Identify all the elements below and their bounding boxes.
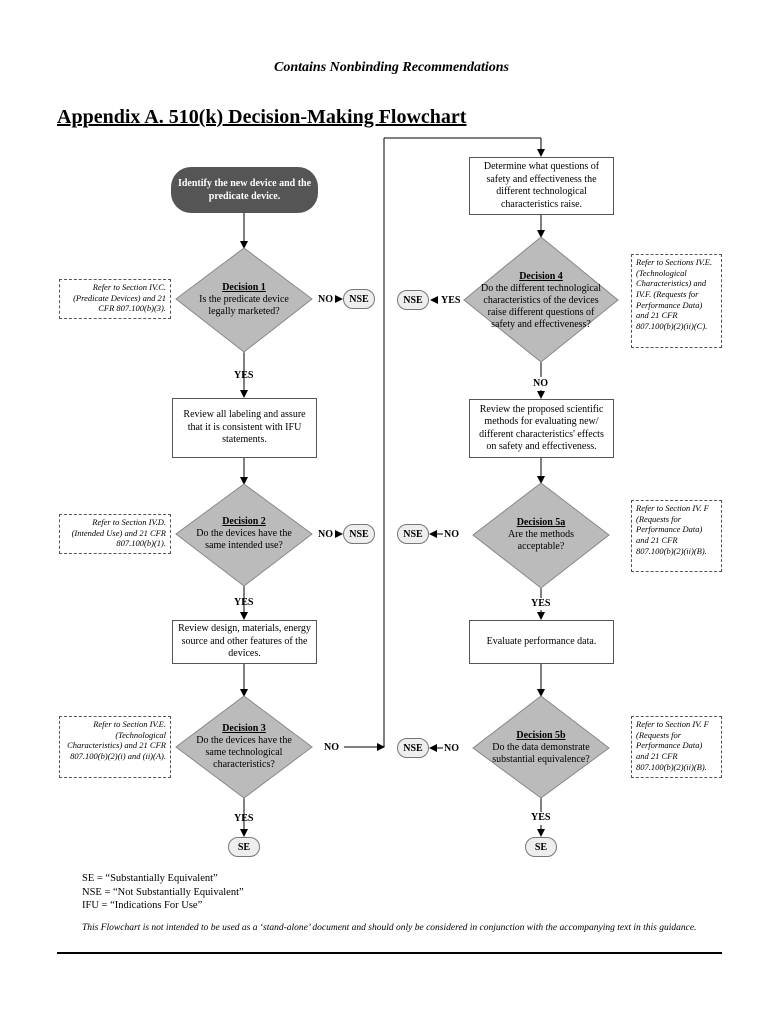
- se-terminal-1: SE: [228, 837, 260, 857]
- nse-terminal-1: NSE: [343, 289, 375, 309]
- nse-terminal-3: NSE: [397, 290, 429, 310]
- review-methods-box: Review the proposed scientific methods f…: [469, 399, 614, 458]
- note-decision3: Refer to Section IV.E. (Technological Ch…: [59, 716, 171, 778]
- decision1-no-label: NO: [318, 294, 333, 305]
- decision2-no-label: NO: [318, 529, 333, 540]
- nse-terminal-2: NSE: [343, 524, 375, 544]
- se-terminal-2: SE: [525, 837, 557, 857]
- decision5b-text: Do the data demonstrate substantial equi…: [492, 741, 590, 766]
- note-decision2: Refer to Section IV.D. (Intended Use) an…: [59, 514, 171, 554]
- note-decision5b: Refer to Section IV. F (Requests for Per…: [631, 716, 722, 778]
- note-decision1: Refer to Section IV.C. (Predicate Device…: [59, 279, 171, 319]
- decision1-text: Is the predicate device legally marketed…: [199, 293, 289, 318]
- determine-questions-box: Determine what questions of safety and e…: [469, 157, 614, 215]
- review-labeling-box: Review all labeling and assure that it i…: [172, 398, 317, 458]
- decision2-diamond: [175, 483, 313, 587]
- decision3-diamond: [175, 695, 313, 799]
- page-header: Contains Nonbinding Recommendations: [274, 60, 509, 75]
- decision4-diamond: [463, 236, 619, 363]
- nse-terminal-5: NSE: [397, 738, 429, 758]
- decision5b-diamond: [472, 695, 610, 799]
- decision1-title: Decision 1: [222, 281, 266, 293]
- decision5a-label: Decision 5a Are the methods acceptable?: [489, 514, 593, 556]
- decision4-yes-label: YES: [441, 295, 461, 306]
- footer-disclaimer: This Flowchart is not intended to be use…: [82, 923, 697, 933]
- decision1-diamond: [175, 247, 313, 353]
- decision5b-no-label: NO: [444, 743, 459, 754]
- decision2-text: Do the devices have the same intended us…: [196, 527, 292, 552]
- legend-ifu: IFU = “Indications For Use”: [82, 900, 203, 912]
- decision5a-title: Decision 5a: [516, 516, 566, 528]
- page-title: Appendix A. 510(k) Decision-Making Flowc…: [57, 106, 467, 128]
- decision5b-label: Decision 5b Do the data demonstrate subs…: [489, 722, 593, 774]
- decision3-text: Do the devices have the same technologic…: [196, 734, 292, 771]
- decision3-title: Decision 3: [222, 722, 266, 734]
- decision3-yes-label: YES: [234, 813, 254, 824]
- decision1-yes-label: YES: [234, 370, 254, 381]
- decision2-yes-label: YES: [234, 597, 254, 608]
- decision3-no-label: NO: [324, 742, 339, 753]
- decision2-label: Decision 2 Do the devices have the same …: [186, 508, 302, 560]
- note-decision5a: Refer to Section IV. F (Requests for Per…: [631, 500, 722, 572]
- evaluate-box: Evaluate performance data.: [469, 620, 614, 664]
- abbreviation-legend: SE = “Substantially Equivalent” NSE = “N…: [82, 872, 244, 913]
- decision2-title: Decision 2: [222, 515, 266, 527]
- decision4-no-label: NO: [533, 378, 548, 389]
- decision5a-diamond: [472, 482, 610, 589]
- nse-terminal-4: NSE: [397, 524, 429, 544]
- decision1-label: Decision 1 Is the predicate device legal…: [186, 272, 302, 328]
- legend-se: SE = “Substantially Equivalent”: [82, 873, 218, 884]
- decision5a-text: Are the methods acceptable?: [507, 528, 575, 553]
- decision5b-title: Decision 5b: [516, 729, 566, 741]
- decision4-text: Do the different technological character…: [480, 282, 602, 331]
- decision3-label: Decision 3 Do the devices have the same …: [186, 716, 302, 778]
- bottom-rule: [57, 952, 722, 954]
- note-decision4: Refer to Sections IV.E. (Technological C…: [631, 254, 722, 348]
- decision5a-no-label: NO: [444, 529, 459, 540]
- start-box: Identify the new device and the predicat…: [171, 167, 318, 213]
- decision5b-yes-label: YES: [531, 812, 551, 823]
- decision5a-yes-label: YES: [531, 598, 551, 609]
- decision4-label: Decision 4 Do the different technologica…: [476, 258, 606, 344]
- decision4-title: Decision 4: [519, 270, 563, 282]
- legend-nse: NSE = “Not Substantially Equivalent”: [82, 886, 244, 898]
- review-design-box: Review design, materials, energy source …: [172, 620, 317, 664]
